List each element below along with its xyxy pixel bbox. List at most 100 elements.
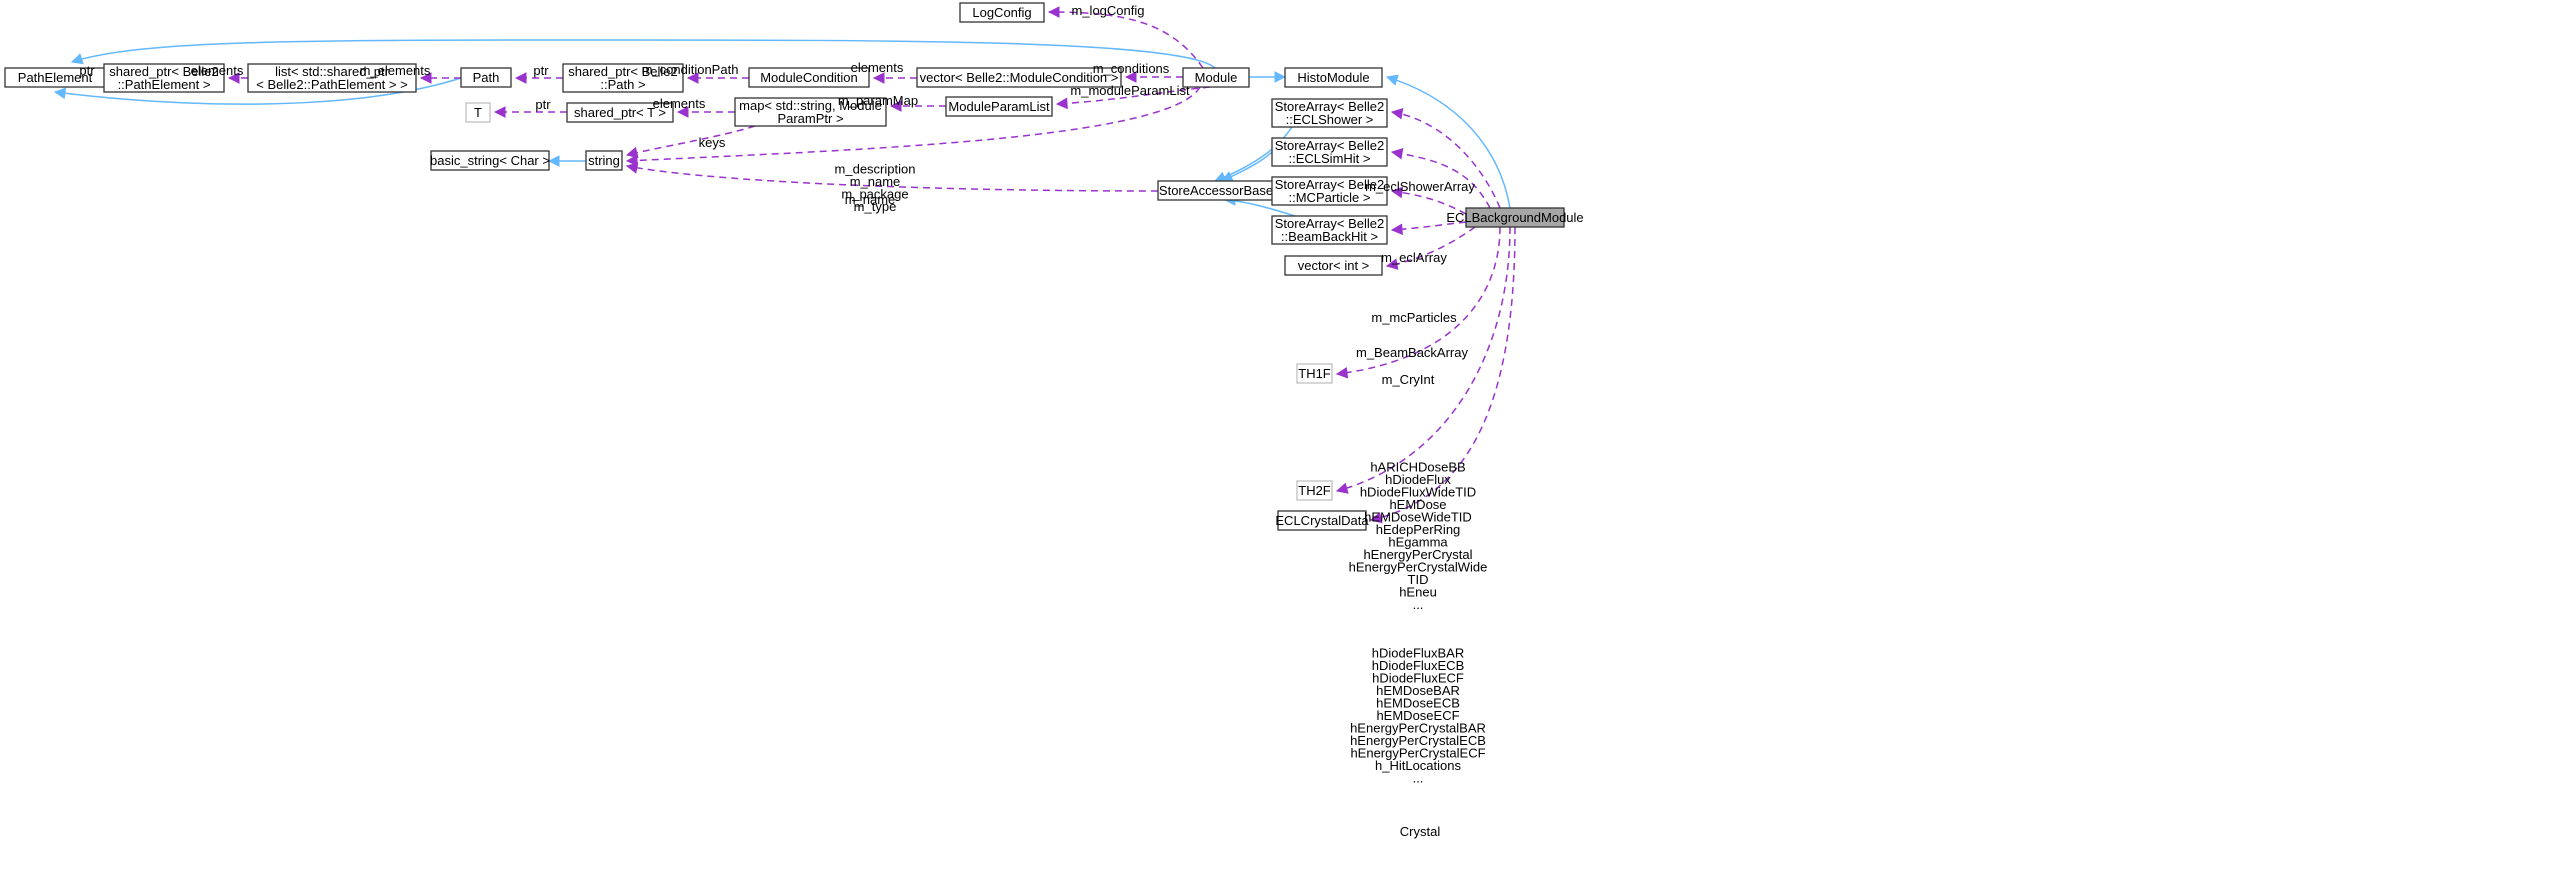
class-node-vector-modulecondition[interactable]: vector< Belle2::ModuleCondition > xyxy=(916,67,1122,88)
edge-label-th1f: hEdepPerRing xyxy=(1376,522,1461,537)
class-node-box xyxy=(247,63,417,93)
inheritance-edge xyxy=(55,77,462,105)
class-node-box xyxy=(103,63,225,93)
edge-label-th1f: hARICHDoseBB xyxy=(1370,459,1465,474)
edge-label-ptr-pe: ptr xyxy=(79,63,95,78)
edge-label-th1f: TID xyxy=(1408,572,1429,587)
edge-label-keys: keys xyxy=(699,135,726,150)
class-node-box xyxy=(430,150,550,171)
class-node-label: shared_ptr< T > xyxy=(574,105,666,120)
edge-label-m-description: m_name xyxy=(850,174,901,189)
class-node-label: T xyxy=(474,105,482,120)
class-node-list-shared-ptr[interactable]: list< std::shared_ptr< Belle2::PathEleme… xyxy=(247,63,417,93)
class-node-box xyxy=(945,96,1053,117)
class-node-label: Path xyxy=(473,70,500,85)
class-node-storearray-beambackhit[interactable]: StoreArray< Belle2::BeamBackHit > xyxy=(1271,215,1388,245)
class-node-pathelement[interactable]: PathElement xyxy=(4,67,106,88)
edge-label-m-beambackarray: m_BeamBackArray xyxy=(1356,345,1468,360)
edge-label-th2f: hEnergyPerCrystalECB xyxy=(1350,733,1486,748)
edge-label-elements-list: elements xyxy=(191,63,244,78)
class-node-box xyxy=(959,2,1045,23)
class-node-label: StoreArray< Belle2 xyxy=(1275,216,1384,231)
class-node-shared-ptr-path[interactable]: shared_ptr< Belle2::Path > xyxy=(562,63,684,93)
class-node-storearray-eclsimhit[interactable]: StoreArray< Belle2::ECLSimHit > xyxy=(1271,137,1388,167)
class-node-box xyxy=(1271,137,1388,167)
edge-label-m-conditionpath: m_conditionPath xyxy=(642,62,739,77)
class-node-label: vector< Belle2::ModuleCondition > xyxy=(920,70,1119,85)
edge-label-th2f: hEMDoseECB xyxy=(1376,696,1460,711)
class-node-label: ParamPtr > xyxy=(777,111,843,126)
edge-label-m-description: m_description xyxy=(835,161,916,176)
edge-label-th1f: hEgamma xyxy=(1388,534,1448,549)
class-node-th2f[interactable]: TH2F xyxy=(1296,480,1333,501)
class-node-box xyxy=(1284,67,1383,88)
usage-edge xyxy=(1337,226,1501,374)
class-node-path[interactable]: Path xyxy=(460,67,512,88)
class-node-box xyxy=(465,102,491,123)
class-node-box xyxy=(734,97,887,127)
class-node-eclbackgroundmodule[interactable]: ECLBackgroundModule xyxy=(1446,207,1584,228)
class-node-label: basic_string< Char > xyxy=(430,153,550,168)
class-node-storearray-mcparticle[interactable]: StoreArray< Belle2::MCParticle > xyxy=(1271,176,1388,206)
edge-label-elements-t: elements xyxy=(653,96,706,111)
edge-label-elements-cond: elements xyxy=(851,60,904,75)
usage-edge xyxy=(627,166,1159,192)
class-node-t[interactable]: T xyxy=(465,102,491,123)
class-node-box xyxy=(1271,98,1388,128)
class-node-box xyxy=(566,102,674,123)
edge-label-th1f: hEnergyPerCrystal xyxy=(1363,547,1472,562)
class-node-box xyxy=(585,150,623,171)
class-node-moduleparamlist[interactable]: ModuleParamList xyxy=(945,96,1053,117)
class-node-label: < Belle2::PathElement > > xyxy=(256,77,407,92)
edge-label-m-eclshowerarray: m_eclShowerArray xyxy=(1365,179,1475,194)
class-node-box xyxy=(1277,510,1367,531)
usage-edge xyxy=(1057,86,1211,104)
class-node-basic-string[interactable]: basic_string< Char > xyxy=(430,150,550,171)
edge-label-m-eclarray: m_eclArray xyxy=(1381,250,1447,265)
class-node-label: shared_ptr< Belle2 xyxy=(109,64,219,79)
class-node-string[interactable]: string xyxy=(585,150,623,171)
edge-label-th1f: hEneu xyxy=(1399,584,1437,599)
class-node-vector-int[interactable]: vector< int > xyxy=(1284,255,1383,276)
edge-label-th2f: hEnergyPerCrystalBAR xyxy=(1350,721,1486,736)
usage-edge xyxy=(1392,191,1467,215)
edge-label-th1f: hDiodeFlux xyxy=(1385,472,1451,487)
edge-label-m-parammap: m_paramMap xyxy=(838,93,918,108)
class-node-shared-ptr-pathelement[interactable]: shared_ptr< Belle2::PathElement > xyxy=(103,63,225,93)
class-node-label: ModuleCondition xyxy=(760,70,858,85)
class-node-module[interactable]: Module xyxy=(1182,67,1250,88)
class-node-shared-ptr-t[interactable]: shared_ptr< T > xyxy=(566,102,674,123)
edge-label-m-elements: m_elements xyxy=(360,63,431,78)
class-node-box xyxy=(1271,215,1388,245)
edge-label-crystal: Crystal xyxy=(1400,824,1441,839)
edge-label-m-logconfig: m_logConfig xyxy=(1072,3,1145,18)
class-node-eclcrystaldata[interactable]: ECLCrystalData xyxy=(1275,510,1369,531)
edge-label-ptr-path: ptr xyxy=(533,63,549,78)
class-node-storeaccessorbase[interactable]: StoreAccessorBase xyxy=(1157,180,1275,201)
class-node-label: PathElement xyxy=(18,70,93,85)
class-node-label: shared_ptr< Belle2 xyxy=(568,64,678,79)
class-node-box xyxy=(916,67,1122,88)
class-node-label: ECLBackgroundModule xyxy=(1446,210,1583,225)
class-node-logconfig[interactable]: LogConfig xyxy=(959,2,1045,23)
class-node-th1f[interactable]: TH1F xyxy=(1296,363,1333,384)
edge-label-th2f: ... xyxy=(1413,771,1424,786)
class-node-box xyxy=(1296,363,1333,384)
class-node-modulecondition[interactable]: ModuleCondition xyxy=(748,67,870,88)
usage-edge xyxy=(1392,112,1501,209)
usage-edge xyxy=(627,86,1201,161)
class-node-label: StoreArray< Belle2 xyxy=(1275,138,1384,153)
class-node-label: LogConfig xyxy=(972,5,1031,20)
class-node-label: string xyxy=(588,153,620,168)
class-node-label: ::ECLSimHit > xyxy=(1289,151,1371,166)
usage-edge xyxy=(1392,152,1491,209)
class-node-box xyxy=(1284,255,1383,276)
class-node-label: ::Path > xyxy=(600,77,645,92)
class-node-label: TH1F xyxy=(1298,366,1331,381)
class-node-storearray-eclshower[interactable]: StoreArray< Belle2::ECLShower > xyxy=(1271,98,1388,128)
class-node-box xyxy=(1296,480,1333,501)
class-node-label: StoreAccessorBase xyxy=(1159,183,1273,198)
class-node-histomodule[interactable]: HistoModule xyxy=(1284,67,1383,88)
